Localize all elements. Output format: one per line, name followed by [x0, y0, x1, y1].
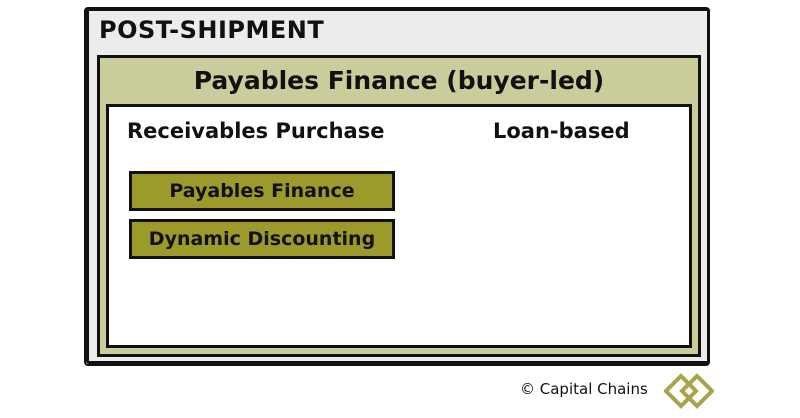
post-shipment-frame: POST-SHIPMENT Payables Finance (buyer-le… — [84, 7, 710, 366]
receivables-purchase-heading: Receivables Purchase — [127, 119, 385, 143]
post-shipment-title: POST-SHIPMENT — [99, 16, 325, 44]
capital-chains-logo-icon — [664, 373, 714, 409]
payables-finance-title: Payables Finance (buyer-led) — [193, 66, 605, 95]
payables-finance-frame: Payables Finance (buyer-led) Receivables… — [97, 55, 701, 357]
payables-finance-box: Payables Finance — [129, 171, 395, 211]
categories-panel: Receivables Purchase Loan-based Payables… — [106, 104, 692, 348]
loan-based-heading: Loan-based — [493, 119, 630, 143]
dynamic-discounting-box: Dynamic Discounting — [129, 219, 395, 259]
copyright-text: © Capital Chains — [520, 380, 648, 398]
